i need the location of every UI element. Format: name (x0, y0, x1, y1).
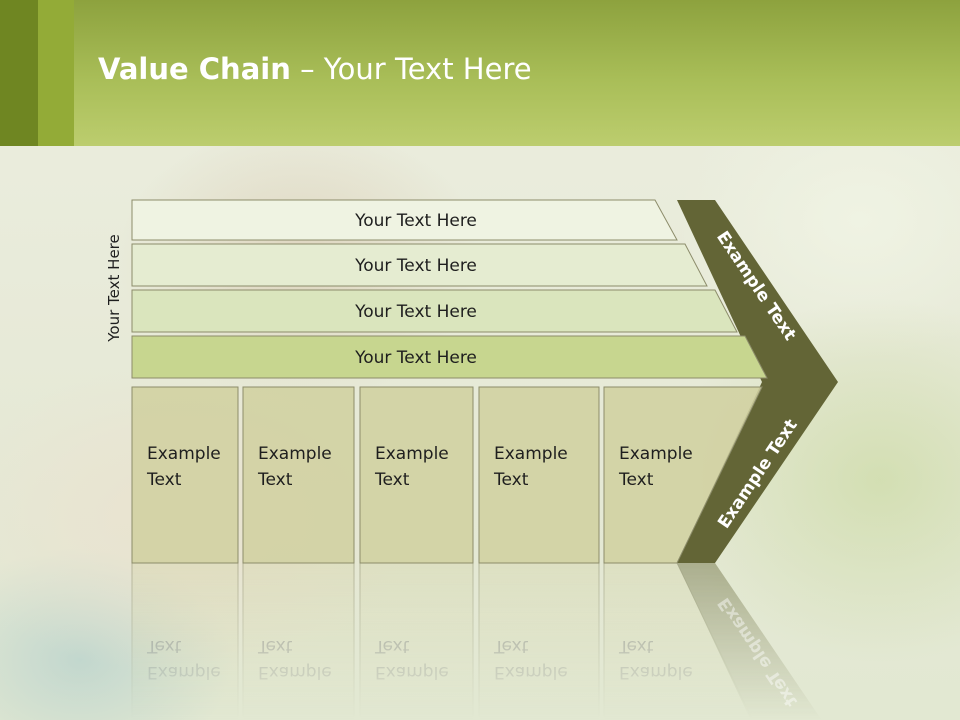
column-label-line2: Text (146, 470, 182, 490)
chevron-arrow (677, 200, 838, 563)
value-chain-bar (131, 199, 678, 241)
column-reflection-line1: Example (494, 662, 568, 682)
chevron-reflection (677, 563, 822, 720)
column-reflection-line2: Text (374, 636, 410, 656)
title-bold: Value Chain (98, 52, 291, 86)
column-label-line2: Text (618, 470, 654, 490)
vertical-axis-label: Your Text Here (105, 234, 123, 342)
column-label-line1: Example (619, 444, 693, 464)
column-label-line1: Example (494, 444, 568, 464)
value-chain-column (242, 386, 355, 564)
bar-label: Your Text Here (354, 256, 477, 276)
value-chain-bar (131, 289, 738, 333)
column-reflection-line2: Text (618, 636, 654, 656)
header-accent-strip (0, 0, 38, 146)
header-band: Value Chain – Your Text Here (0, 0, 960, 146)
column-label-line2: Text (257, 470, 293, 490)
column-label-line2: Text (493, 470, 529, 490)
title-rest: – Your Text Here (290, 52, 532, 86)
bar-label: Your Text Here (354, 211, 477, 231)
value-chain-column (478, 386, 600, 564)
value-chain-column (359, 386, 474, 564)
bar-label: Your Text Here (354, 302, 477, 322)
slide-title: Value Chain – Your Text Here (98, 52, 532, 86)
header-accent-strip-light (38, 0, 74, 146)
column-reflection-line1: Example (375, 662, 449, 682)
value-chain-column (603, 386, 763, 564)
value-chain-column (131, 386, 239, 564)
column-reflection-line2: Text (146, 636, 182, 656)
column-label-line1: Example (375, 444, 449, 464)
column-reflection-line1: Example (619, 662, 693, 682)
column-reflection-line2: Text (257, 636, 293, 656)
column-reflection-line2: Text (493, 636, 529, 656)
column-label-line2: Text (374, 470, 410, 490)
value-chain-bar (131, 243, 708, 287)
bar-label: Your Text Here (354, 348, 477, 368)
column-reflection-line1: Example (258, 662, 332, 682)
column-reflection-line1: Example (147, 662, 221, 682)
column-label-line1: Example (258, 444, 332, 464)
column-label-line1: Example (147, 444, 221, 464)
value-chain-bar (131, 335, 768, 379)
